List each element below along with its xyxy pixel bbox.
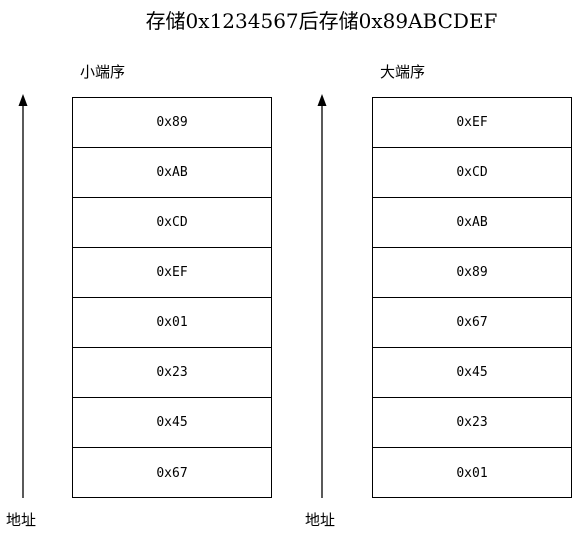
address-arrow-up-icon <box>317 94 327 498</box>
memory-cell: 0x89 <box>373 248 571 298</box>
memory-cell: 0xEF <box>73 248 271 298</box>
memory-cell: 0x23 <box>373 398 571 448</box>
memory-cell: 0x45 <box>73 398 271 448</box>
little-endian-label: 小端序 <box>80 63 126 81</box>
memory-cell: 0xCD <box>373 148 571 198</box>
big-endian-label: 大端序 <box>380 63 426 81</box>
big-endian-address-label: 地址 <box>305 511 336 529</box>
memory-cell: 0x23 <box>73 348 271 398</box>
memory-cell: 0x67 <box>373 298 571 348</box>
memory-cell: 0x01 <box>456 465 488 481</box>
memory-cell: 0xAB <box>73 148 271 198</box>
big-endian-memory-stack: 0xEF 0xCD 0xAB 0x89 0x67 0x45 0x23 0x01 <box>372 97 572 498</box>
memory-cell: 0x89 <box>73 98 271 148</box>
diagram-title: 存储0x1234567后存储0x89ABCDEF <box>145 9 498 33</box>
memory-cell: 0x45 <box>373 348 571 398</box>
little-endian-address-label: 地址 <box>6 511 37 529</box>
little-endian-memory-stack: 0x89 0xAB 0xCD 0xEF 0x01 0x23 0x45 0x67 <box>72 97 272 498</box>
memory-cell: 0xCD <box>73 198 271 248</box>
memory-cell: 0xEF <box>373 98 571 148</box>
memory-cell: 0x01 <box>73 298 271 348</box>
memory-cell: 0x67 <box>156 465 188 481</box>
address-arrow-up-icon <box>18 94 28 498</box>
memory-cell: 0xAB <box>373 198 571 248</box>
